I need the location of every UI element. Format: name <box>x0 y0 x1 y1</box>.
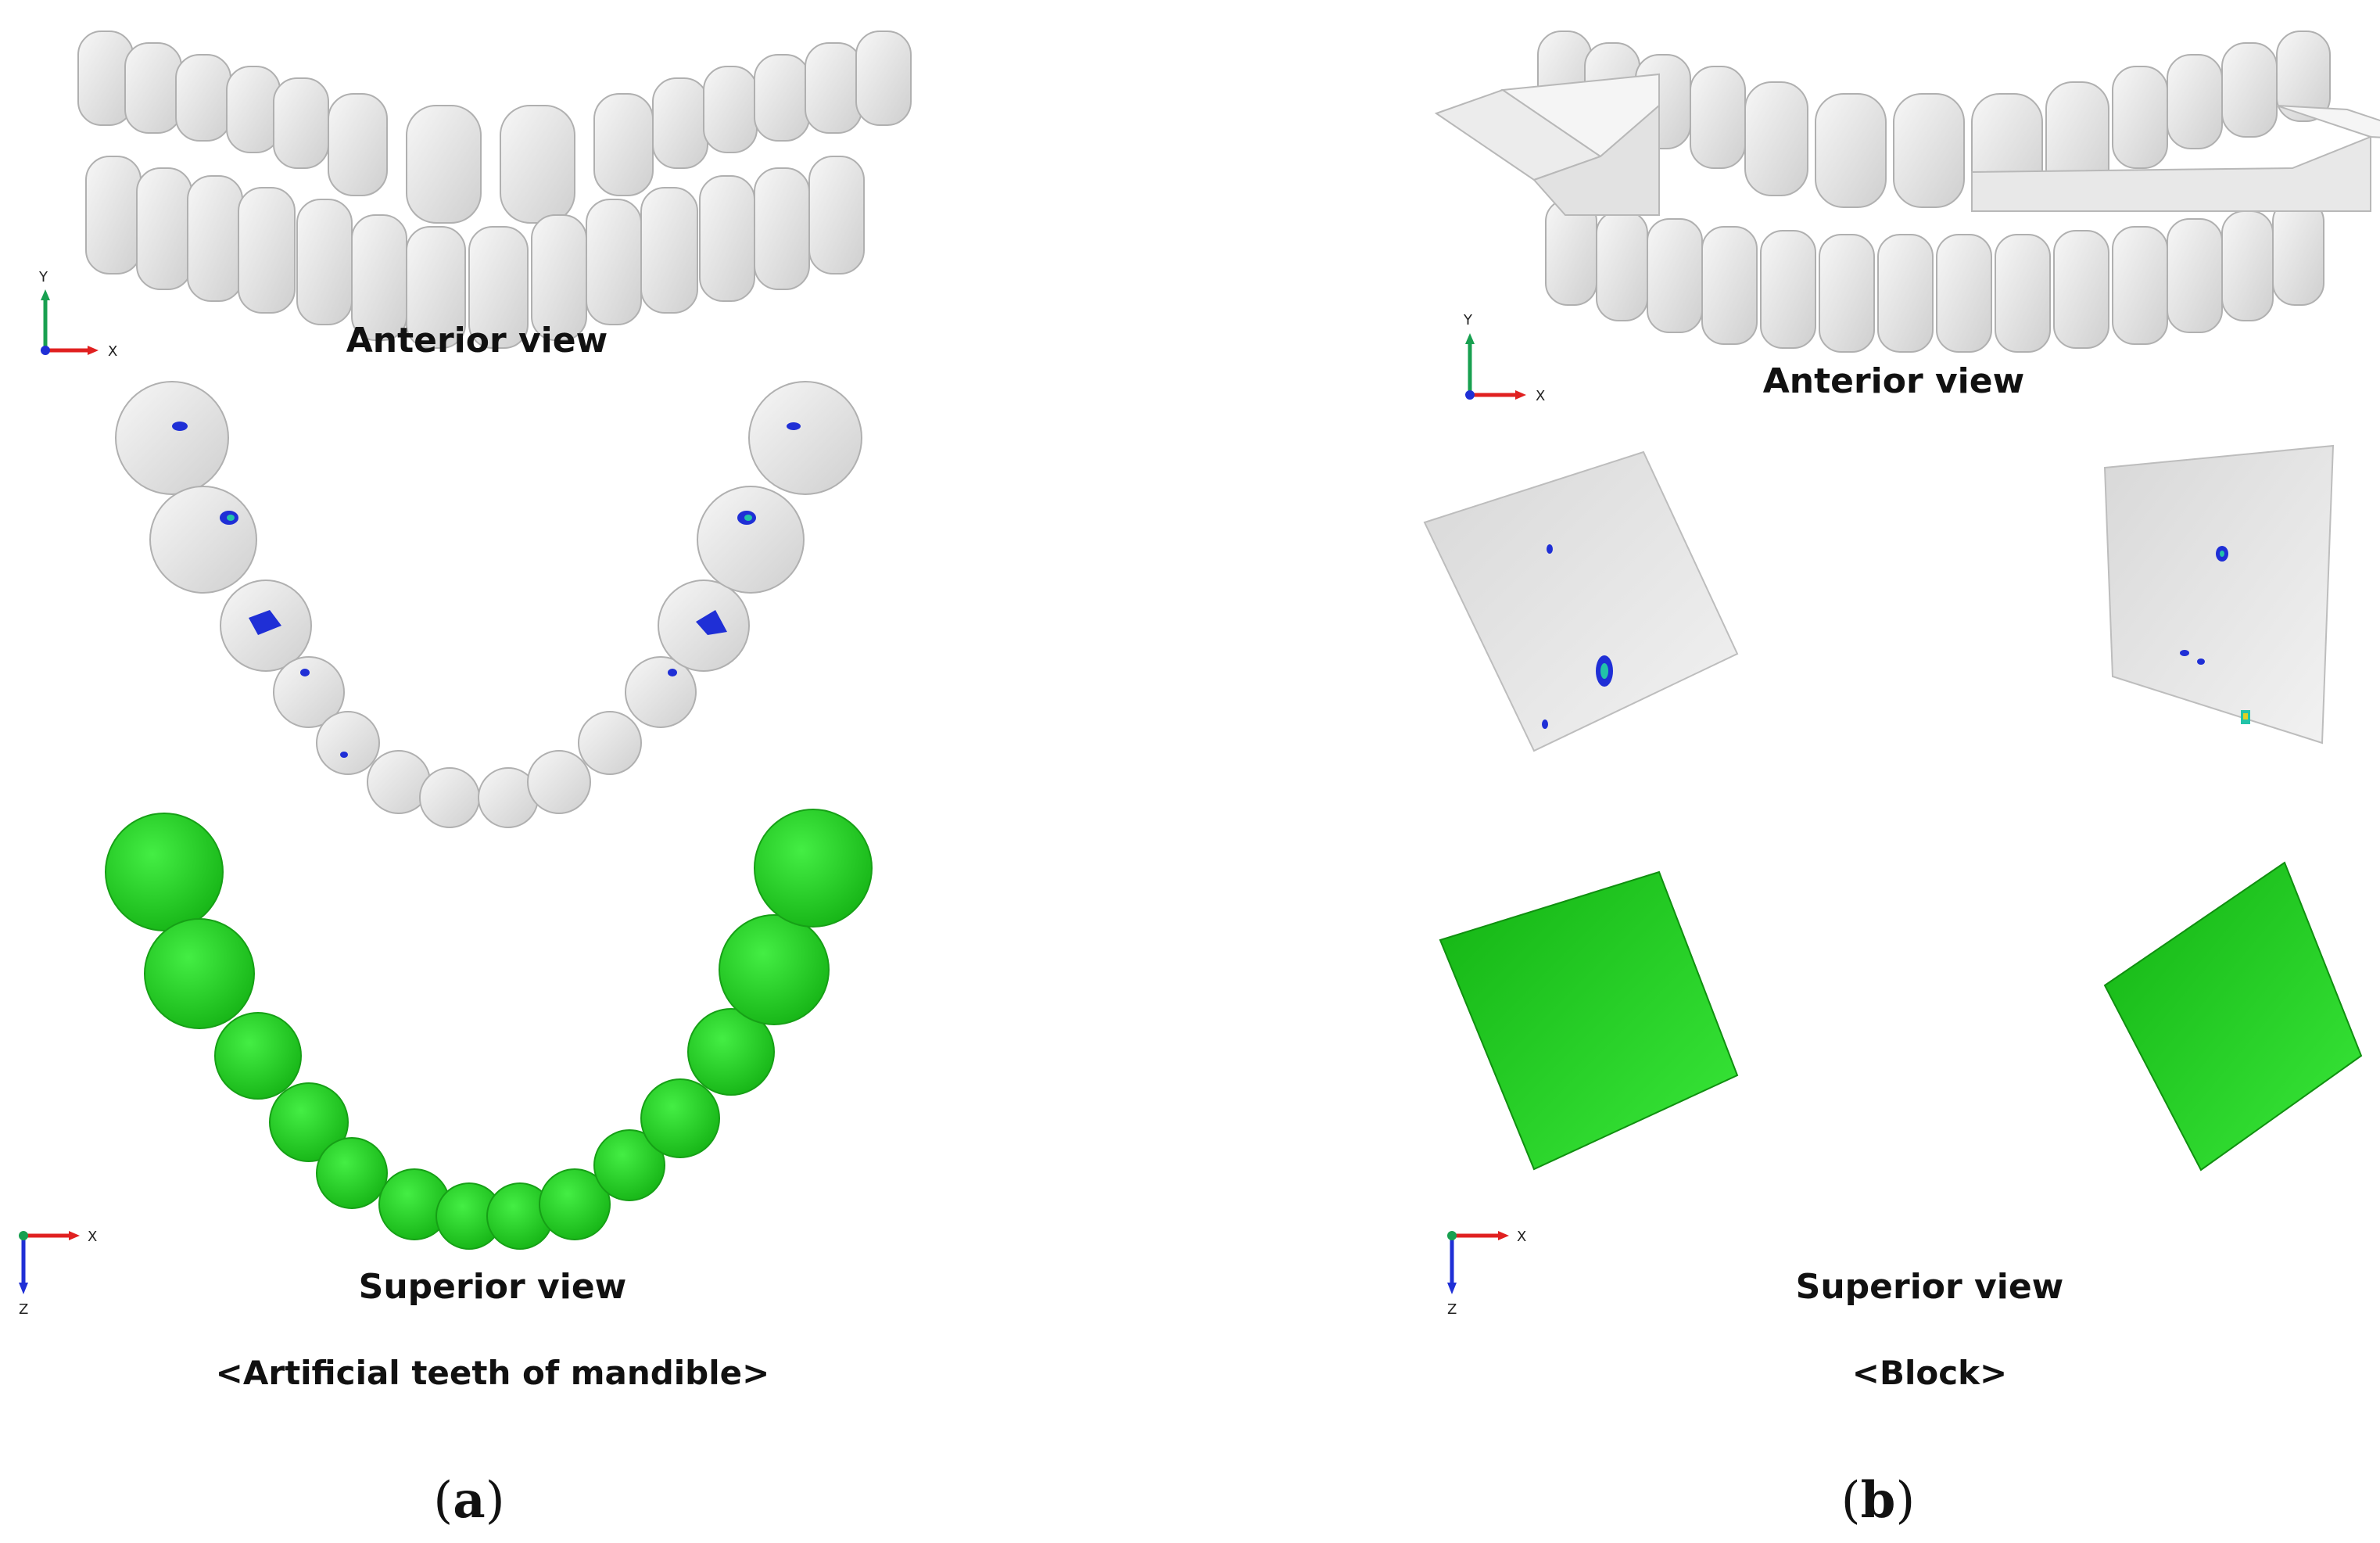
axis-y-label: Y <box>1463 312 1473 328</box>
axis-z-label: Z <box>1447 1301 1457 1318</box>
superior-arch-contour-model <box>115 381 862 828</box>
panel-b-figure: Y X Anterior view X Z Superior view <Blo… <box>1423 31 2380 1530</box>
panel-letter-caption: (a) <box>433 1471 504 1530</box>
superior-axis-triad: X Z <box>19 1229 97 1318</box>
anterior-axis-triad: Y X <box>1463 312 1545 404</box>
panel-b: Y X Anterior view X Z Superior view <Blo… <box>1190 0 2380 1543</box>
axis-x-label: X <box>1536 388 1545 404</box>
panel-letter: b <box>1861 1471 1896 1530</box>
panel-letter-caption: (b) <box>1841 1471 1916 1530</box>
contact-pressure-spots <box>172 422 801 758</box>
panel-a-figure: Y X Anterior view <box>19 31 912 1530</box>
axis-z-label: Z <box>19 1301 28 1318</box>
superior-axis-triad: X Z <box>1447 1229 1526 1318</box>
axis-x-label: X <box>1517 1229 1526 1245</box>
axis-y-label: Y <box>38 269 48 285</box>
panel-letter: a <box>453 1471 485 1530</box>
anterior-teeth-with-blocks-model <box>1537 31 2331 353</box>
panel-a: Y X Anterior view <box>19 31 912 1530</box>
superior-arch-green-model <box>105 809 873 1250</box>
superior-view-label: Superior view <box>1796 1267 2064 1307</box>
subject-caption: <Block> <box>1852 1354 2007 1392</box>
superior-gray-blocks <box>1423 444 2335 752</box>
axis-x-label: X <box>108 343 117 360</box>
subject-caption: <Artificial teeth of mandible> <box>216 1354 770 1392</box>
anterior-blocks <box>1434 73 2380 216</box>
anterior-view-label: Anterior view <box>346 321 608 361</box>
superior-view-label: Superior view <box>359 1267 627 1307</box>
superior-contact-spots <box>1542 544 2250 729</box>
axis-x-label: X <box>88 1229 97 1245</box>
anterior-view-label: Anterior view <box>1763 361 2025 401</box>
anterior-teeth-model <box>77 31 912 349</box>
anterior-axis-triad: Y X <box>38 269 117 360</box>
superior-green-blocks <box>1439 861 2363 1172</box>
